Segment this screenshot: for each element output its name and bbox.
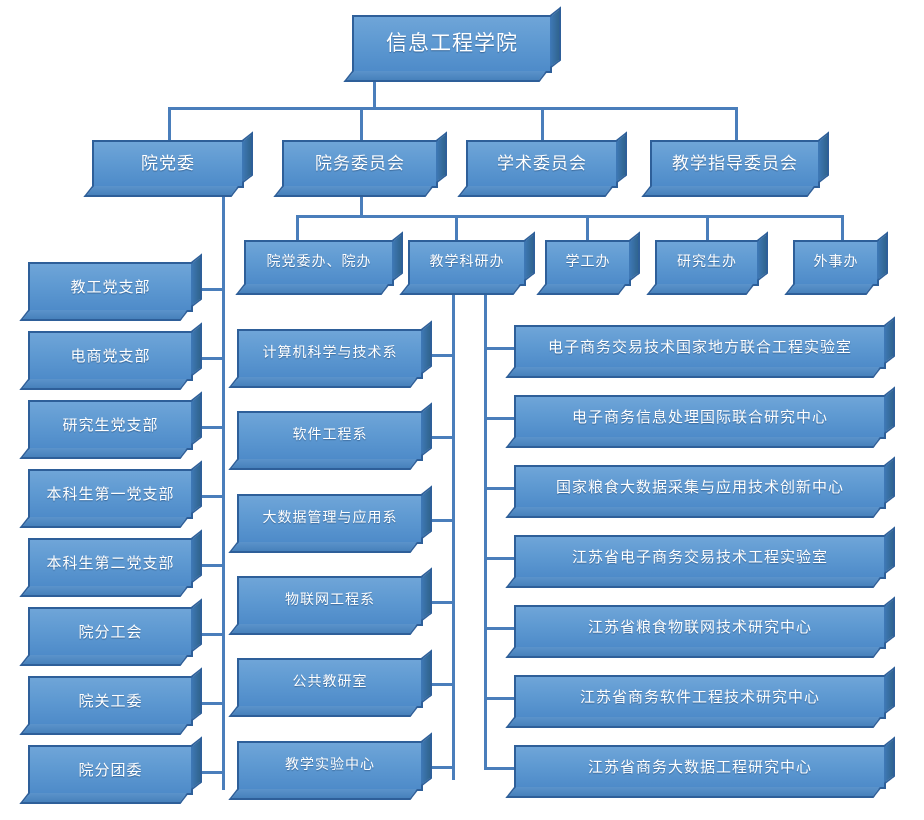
connector-drop-academic-committee (541, 107, 544, 140)
connector-affairs-to-offices (360, 190, 363, 218)
node-branch-undergrad-first[interactable]: 本科生第一党支部 (28, 469, 193, 519)
connector-stub-branch-5 (195, 564, 225, 567)
node-office-party-and-college[interactable]: 院党委办、院办 (244, 240, 394, 286)
node-branch-faculty[interactable]: 教工党支部 (28, 262, 193, 312)
connector-stub-center-5 (484, 627, 515, 630)
connector-drop-office-1 (296, 215, 299, 240)
connector-party-trunk (222, 190, 225, 790)
connector-drop-office-5 (841, 215, 844, 240)
node-branch-labor-union[interactable]: 院分工会 (28, 607, 193, 657)
node-center-jiangsu-business-software[interactable]: 江苏省商务软件工程技术研究中心 (514, 675, 886, 719)
connector-stub-dept-1 (424, 354, 455, 357)
connector-drop-party-committee (168, 107, 171, 140)
node-branch-undergrad-second[interactable]: 本科生第二党支部 (28, 538, 193, 588)
connector-drop-office-3 (586, 215, 589, 240)
connector-stub-branch-8 (195, 771, 225, 774)
connector-root-stem (373, 75, 376, 107)
node-office-student-affairs[interactable]: 学工办 (545, 240, 631, 286)
connector-stub-branch-4 (195, 495, 225, 498)
connector-stub-branch-1 (195, 288, 225, 291)
connector-stub-center-1 (484, 347, 515, 350)
node-teaching-guidance-committee[interactable]: 教学指导委员会 (650, 140, 820, 188)
node-office-foreign-affairs[interactable]: 外事办 (793, 240, 879, 286)
node-dept-computer-science[interactable]: 计算机科学与技术系 (237, 329, 423, 379)
connector-stub-center-2 (484, 417, 515, 420)
connector-drop-affairs-committee (360, 107, 363, 140)
connector-level2-bus (168, 107, 738, 110)
node-center-jiangsu-business-bigdata[interactable]: 江苏省商务大数据工程研究中心 (514, 745, 886, 789)
connector-stub-center-4 (484, 557, 515, 560)
node-center-jiangsu-ecommerce-lab[interactable]: 江苏省电子商务交易技术工程实验室 (514, 535, 886, 579)
connector-stub-dept-6 (424, 766, 455, 769)
node-dept-iot-engineering[interactable]: 物联网工程系 (237, 576, 423, 626)
connector-research-trunk (484, 288, 487, 770)
node-academic-committee[interactable]: 学术委员会 (466, 140, 618, 188)
connector-stub-branch-3 (195, 426, 225, 429)
node-office-graduate[interactable]: 研究生办 (655, 240, 759, 286)
node-center-national-grain-bigdata[interactable]: 国家粮食大数据采集与应用技术创新中心 (514, 465, 886, 509)
node-dept-teaching-lab-center[interactable]: 教学实验中心 (237, 741, 423, 791)
node-branch-ecommerce[interactable]: 电商党支部 (28, 331, 193, 381)
node-branch-care-committee[interactable]: 院关工委 (28, 676, 193, 726)
connector-stub-center-7 (484, 767, 515, 770)
node-office-teaching-research[interactable]: 教学科研办 (408, 240, 526, 286)
connector-stub-dept-3 (424, 519, 455, 522)
node-dept-big-data-management[interactable]: 大数据管理与应用系 (237, 494, 423, 544)
connector-stub-dept-4 (424, 601, 455, 604)
node-branch-graduate[interactable]: 研究生党支部 (28, 400, 193, 450)
node-center-international-ecommerce-info[interactable]: 电子商务信息处理国际联合研究中心 (514, 395, 886, 439)
node-dept-software-engineering[interactable]: 软件工程系 (237, 411, 423, 461)
connector-drop-teaching-committee (735, 107, 738, 140)
connector-stub-branch-7 (195, 702, 225, 705)
node-party-committee[interactable]: 院党委 (92, 140, 244, 188)
node-branch-youth-league[interactable]: 院分团委 (28, 745, 193, 795)
connector-stub-dept-2 (424, 436, 455, 439)
node-root-college[interactable]: 信息工程学院 (352, 15, 552, 73)
connector-stub-branch-6 (195, 633, 225, 636)
connector-drop-office-4 (706, 215, 709, 240)
node-center-national-ecommerce-lab[interactable]: 电子商务交易技术国家地方联合工程实验室 (514, 325, 886, 369)
connector-department-trunk (452, 288, 455, 780)
connector-stub-center-6 (484, 697, 515, 700)
connector-stub-center-3 (484, 487, 515, 490)
connector-stub-branch-2 (195, 357, 225, 360)
connector-drop-office-2 (455, 215, 458, 240)
node-affairs-committee[interactable]: 院务委员会 (282, 140, 438, 188)
node-dept-public-teaching[interactable]: 公共教研室 (237, 658, 423, 708)
connector-stub-dept-5 (424, 683, 455, 686)
connector-offices-bus (296, 215, 844, 218)
node-center-jiangsu-grain-iot[interactable]: 江苏省粮食物联网技术研究中心 (514, 605, 886, 649)
